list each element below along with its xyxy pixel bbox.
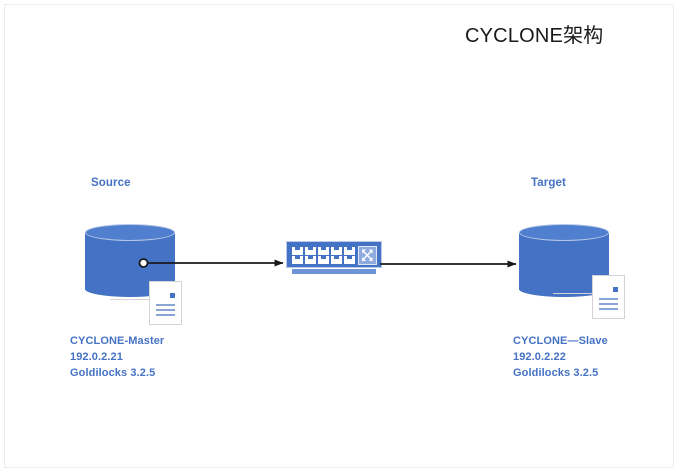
switch-port: [292, 256, 303, 264]
source-node-ip: 192.0.2.21: [70, 351, 123, 363]
document-line: [156, 309, 175, 311]
switch-port: [305, 256, 316, 264]
connector-source-to-switch: [138, 258, 284, 268]
source-role-label: Source: [91, 177, 131, 189]
document-marker-icon: [170, 293, 175, 298]
document-text-lines: [599, 298, 618, 313]
target-role-label: Target: [531, 177, 566, 189]
switch-port: [331, 256, 342, 264]
source-node-name: CYCLONE-Master: [70, 335, 165, 347]
document-line: [599, 303, 618, 305]
document-text-lines: [156, 304, 175, 319]
switch-port: [331, 247, 342, 255]
target-node-name: CYCLONE—Slave: [513, 335, 608, 347]
switch-base: [292, 268, 376, 274]
document-line: [156, 304, 175, 306]
target-node-ip: 192.0.2.22: [513, 351, 566, 363]
cylinder-top: [519, 224, 609, 241]
document-marker-icon: [613, 287, 618, 292]
connector-start-circle: [138, 258, 149, 268]
cylinder-top: [85, 224, 175, 241]
source-doc-leader-line: [110, 299, 150, 300]
crossing-arrows-icon: [358, 246, 377, 265]
connector-switch-to-target: [380, 260, 517, 268]
target-database-icon: [519, 224, 609, 297]
switch-port: [344, 247, 355, 255]
target-document-icon: [592, 275, 625, 319]
target-info-block: CYCLONE—Slave 192.0.2.22 Goldilocks 3.2.…: [513, 333, 608, 381]
switch-port: [318, 256, 329, 264]
switch-chassis: [286, 241, 382, 268]
document-line: [599, 308, 618, 310]
page-title: CYCLONE架构: [465, 25, 604, 47]
source-document-icon: [149, 281, 182, 325]
switch-port: [305, 247, 316, 255]
source-node-version: Goldilocks 3.2.5: [70, 367, 156, 379]
document-line: [156, 314, 175, 316]
network-switch-icon: [286, 241, 382, 275]
switch-port: [292, 247, 303, 255]
document-line: [599, 298, 618, 300]
target-doc-leader-line: [553, 293, 593, 294]
cylinder-body: [85, 232, 175, 290]
target-node-version: Goldilocks 3.2.5: [513, 367, 599, 379]
source-info-block: CYCLONE-Master 192.0.2.21 Goldilocks 3.2…: [70, 333, 164, 381]
switch-port: [344, 256, 355, 264]
switch-port-group: [292, 247, 355, 264]
switch-port: [318, 247, 329, 255]
